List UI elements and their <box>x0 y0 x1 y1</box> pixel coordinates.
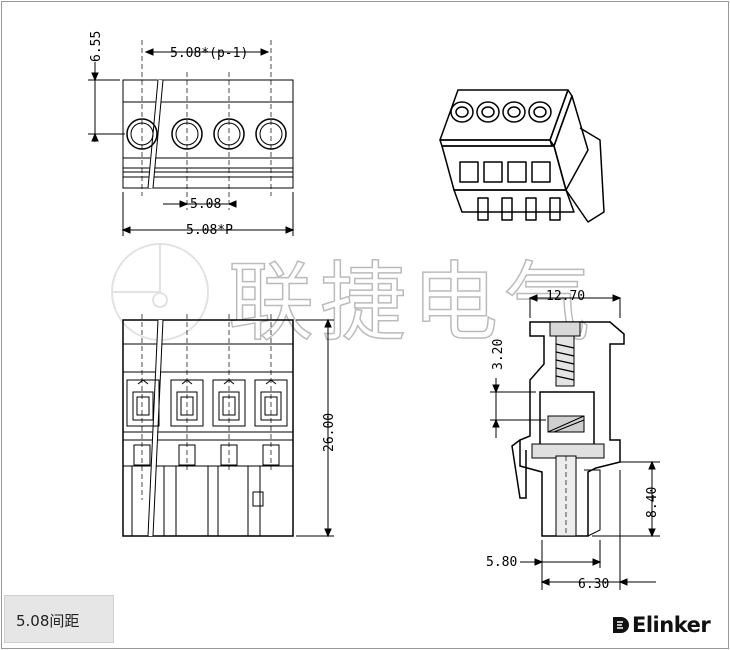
side-section-view <box>490 294 660 590</box>
brand-logo: Elinker <box>612 613 711 637</box>
dim-side-depth: 8.40 <box>645 487 660 518</box>
front-view <box>122 314 334 538</box>
iso-screw-hole <box>476 101 500 123</box>
iso-screw-hole <box>528 101 552 123</box>
iso-screw-hole <box>450 101 474 123</box>
dim-side-offset-a: 5.80 <box>486 555 517 570</box>
dim-side-gap: 3.20 <box>491 339 506 370</box>
caption-box <box>4 595 114 643</box>
iso-screw-hole <box>502 101 526 123</box>
dim-side-width: 12.70 <box>546 289 585 304</box>
dim-total-width: 5.08*P <box>186 223 233 238</box>
wire-entry <box>126 379 160 427</box>
watermark-text: 联捷电气 <box>228 253 596 353</box>
brand-mark-icon <box>613 617 629 633</box>
dim-height-total: 26.00 <box>322 413 337 452</box>
top-view <box>88 40 295 236</box>
caption-text: 5.08间距 <box>16 612 80 630</box>
isometric-view <box>439 89 605 223</box>
dim-pitch-formula: 5.08*(p-1) <box>170 46 248 61</box>
brand-name: Elinker <box>632 613 711 637</box>
dim-side-offset-b: 6.30 <box>578 577 609 592</box>
dim-height-top: 6.55 <box>89 31 104 62</box>
dim-pitch: 5.08 <box>190 197 221 212</box>
